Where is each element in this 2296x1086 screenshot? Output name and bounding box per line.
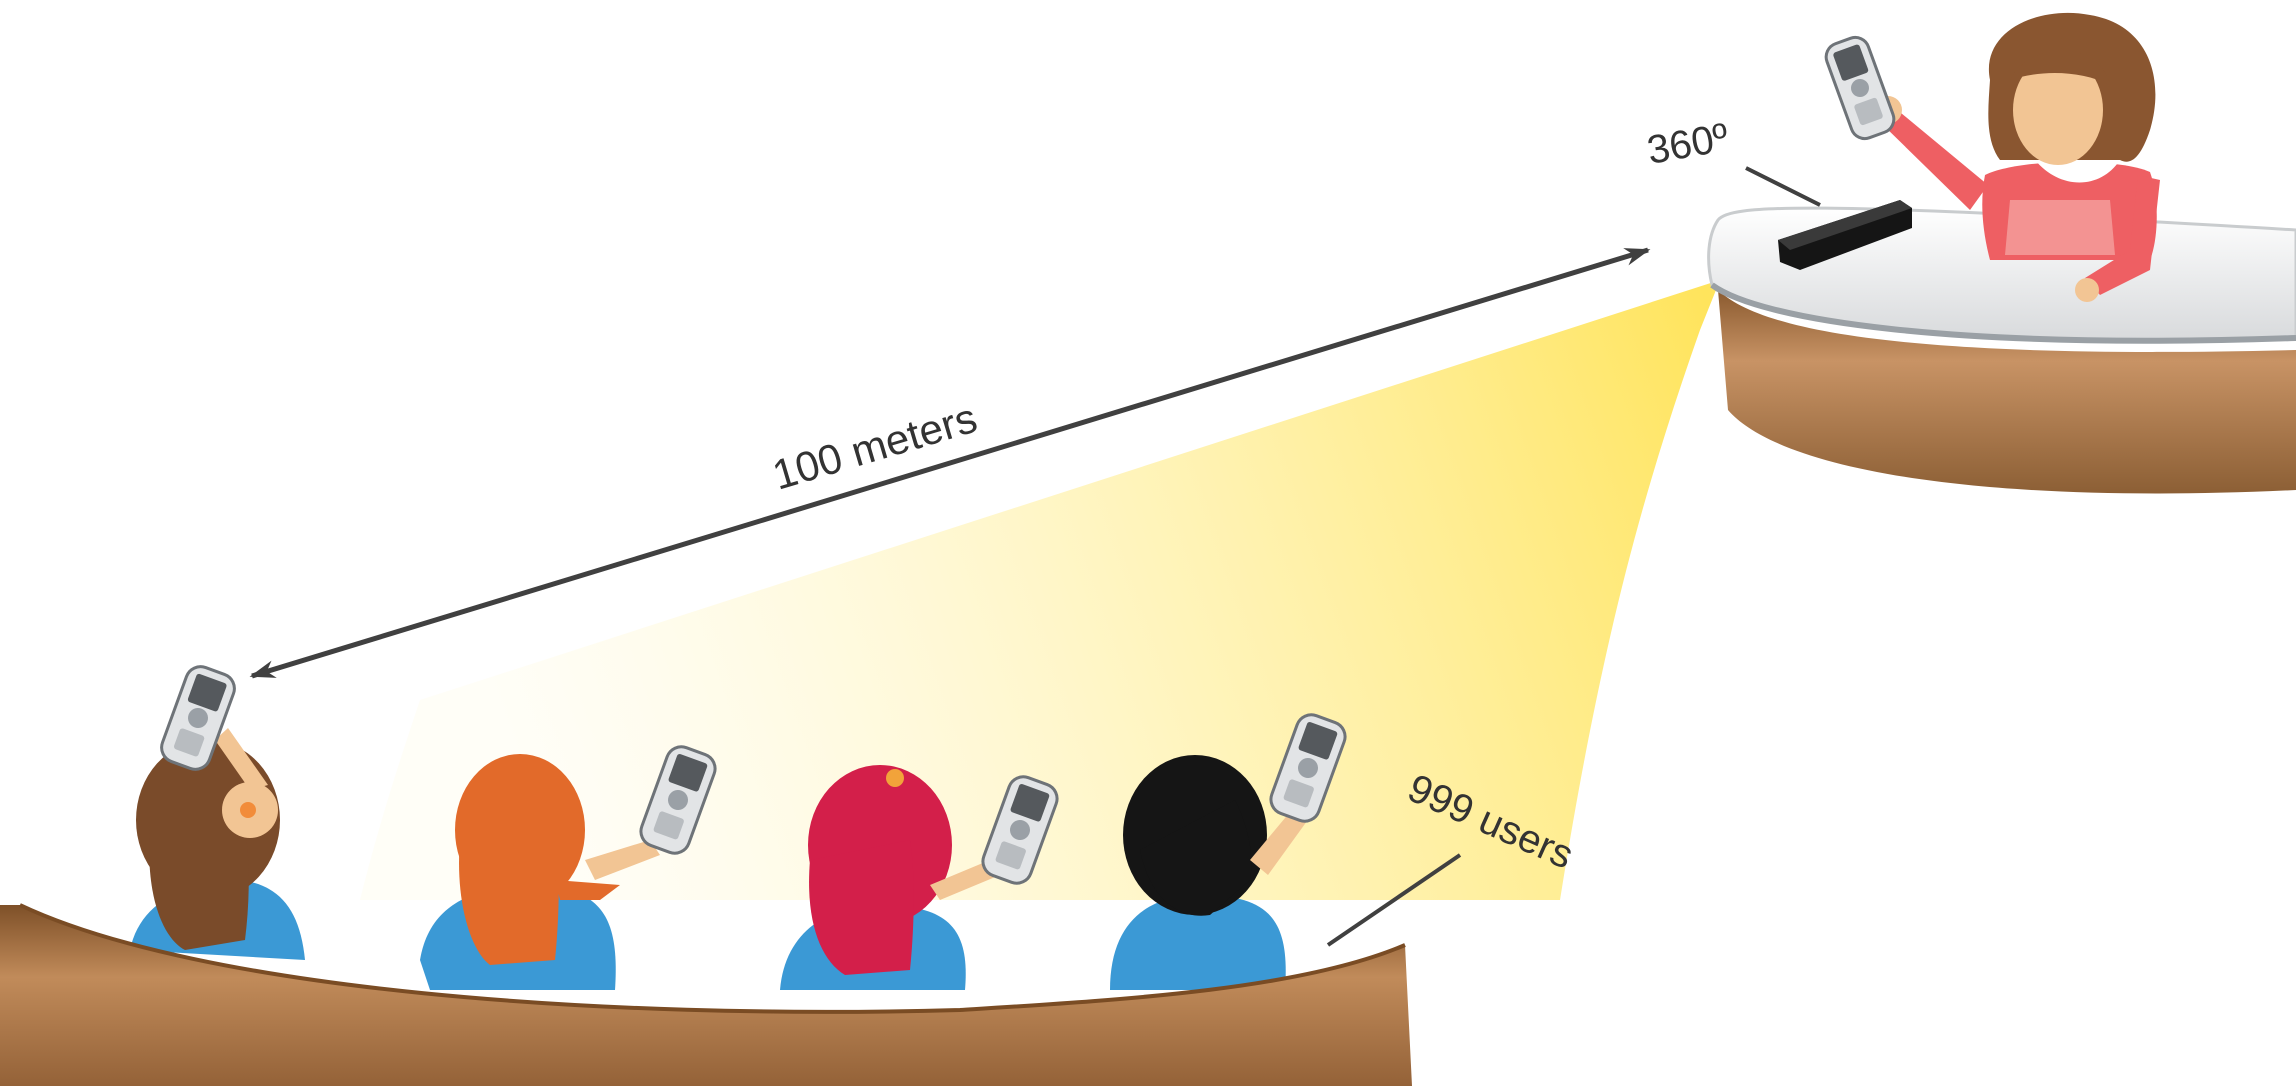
angle-pointer-line	[1746, 168, 1820, 205]
distance-label: 100 meters	[767, 394, 982, 499]
clicker-remote-icon	[1822, 33, 1898, 142]
student-figure-icon	[130, 728, 305, 960]
angle-label: 360º	[1644, 115, 1732, 173]
